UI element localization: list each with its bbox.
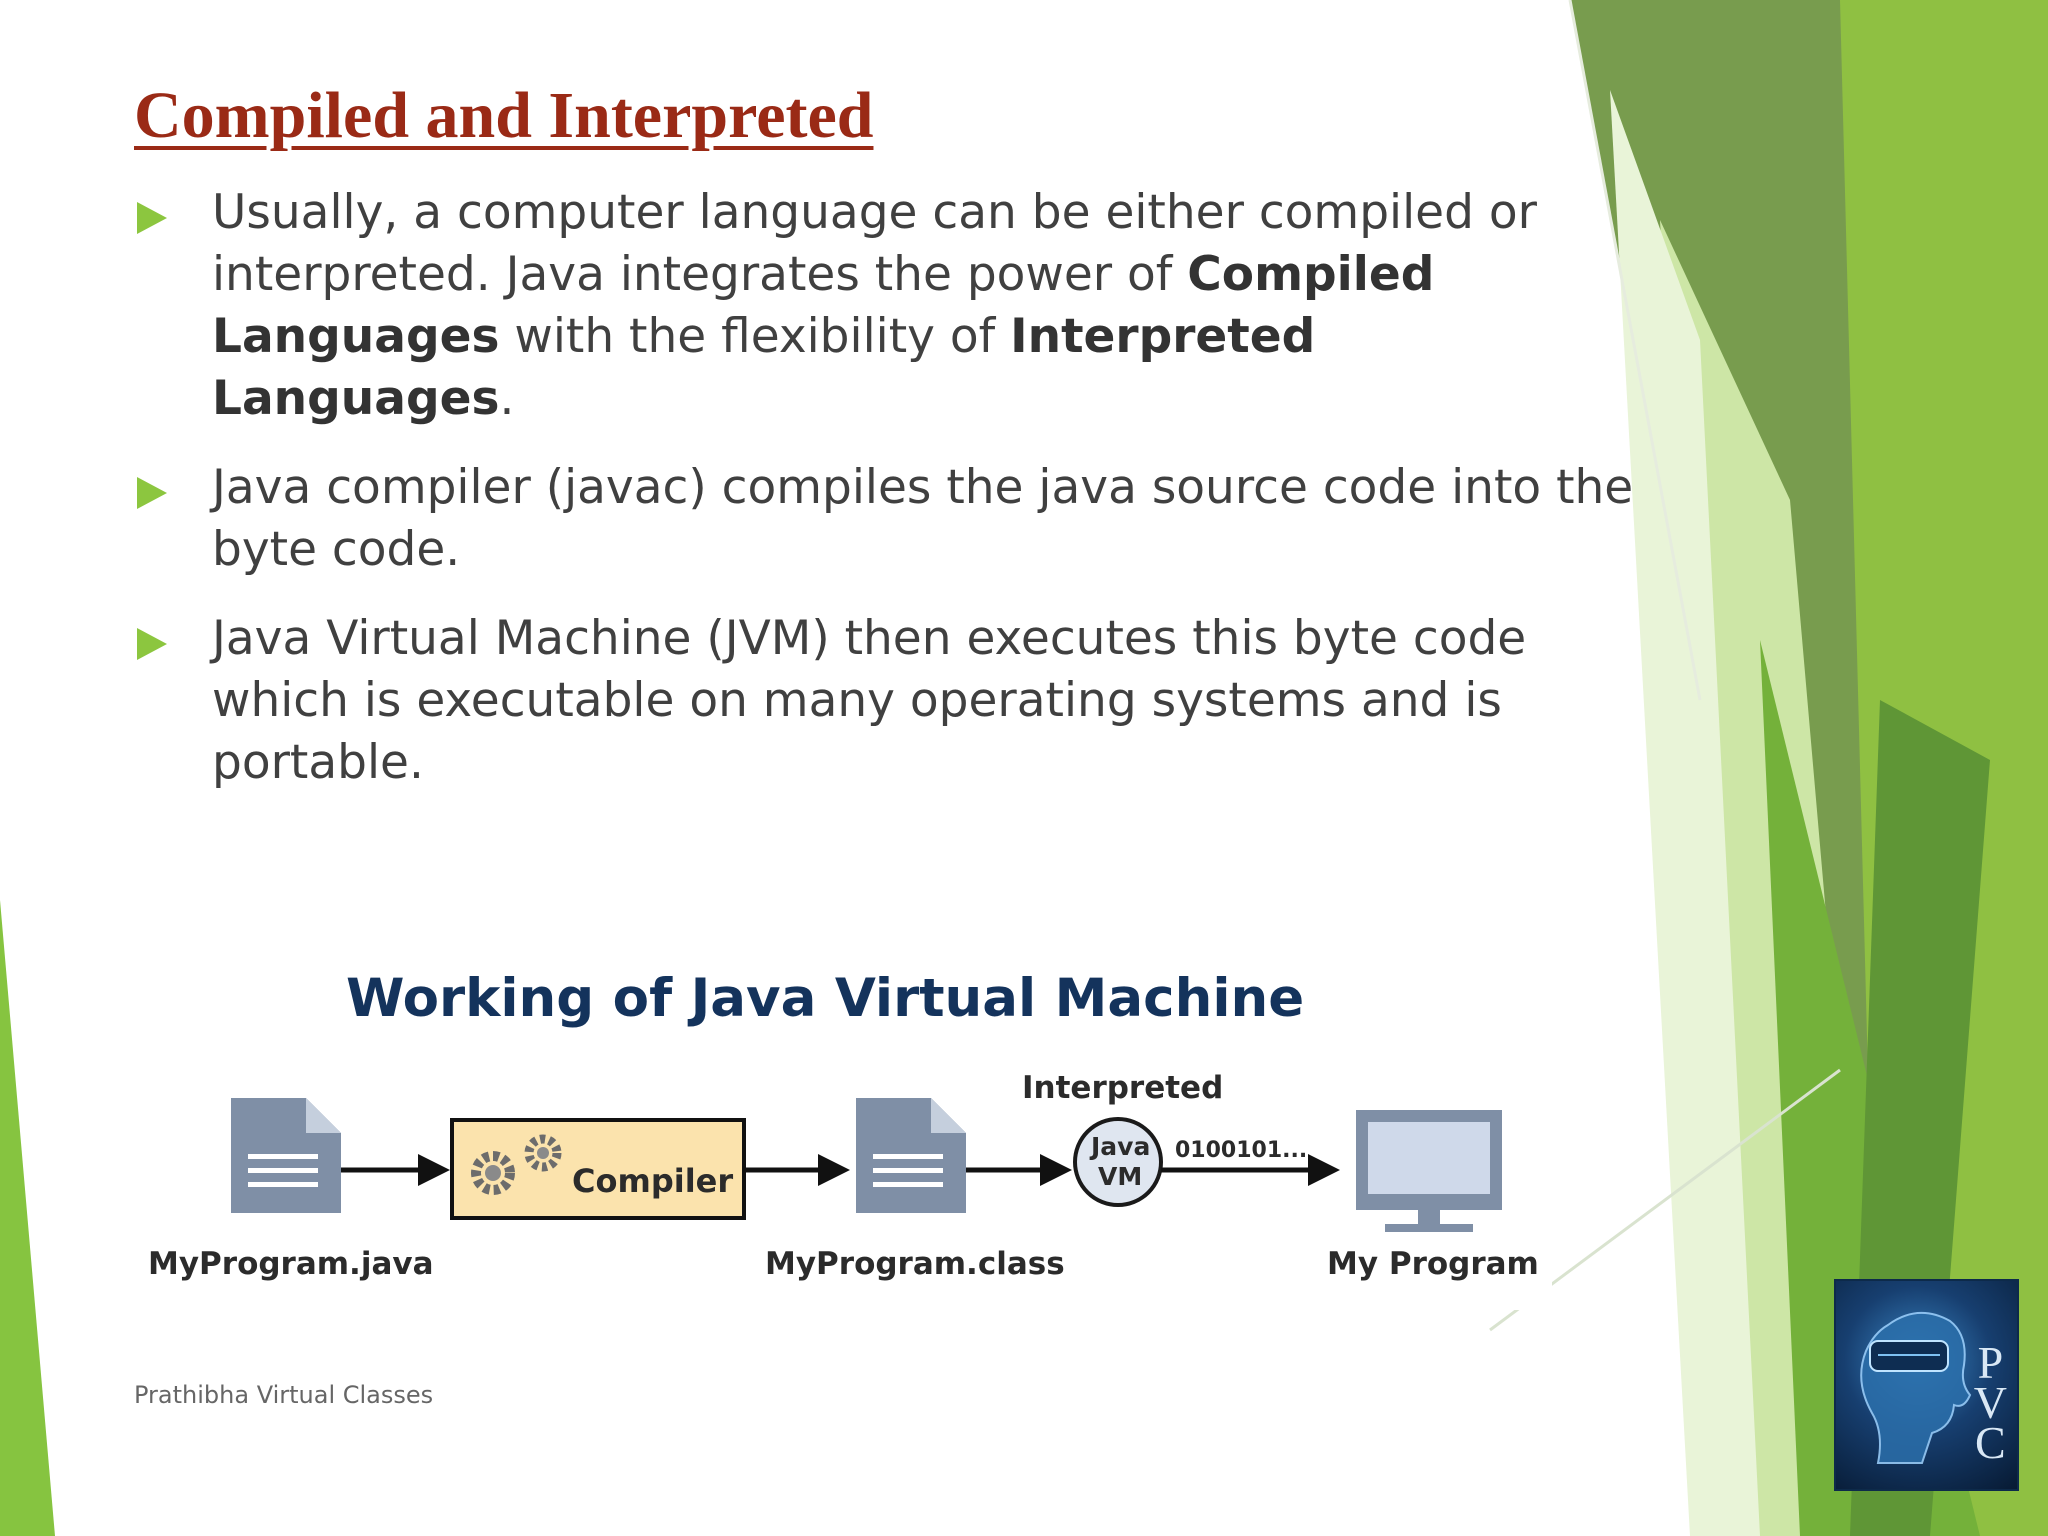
bullet-text: Java compiler (javac) compiles the java … xyxy=(212,460,1634,577)
compiler-label: Compiler xyxy=(572,1162,734,1200)
bullet-arrow-icon xyxy=(137,628,167,660)
diagram-title: Working of Java Virtual Machine xyxy=(346,968,1305,1029)
interpreted-label: Interpreted xyxy=(1022,1070,1224,1106)
bullet-text: Usually, a computer language can be eith… xyxy=(212,185,1537,426)
output-label: My Program xyxy=(1327,1246,1539,1282)
compiler-box xyxy=(450,1118,746,1220)
gear-icon xyxy=(471,1134,562,1195)
bullet-item: Java compiler (javac) compiles the java … xyxy=(134,457,1634,581)
bullet-arrow-icon xyxy=(137,202,167,234)
arrow-icon xyxy=(341,1154,450,1186)
source-file-label: MyProgram.java xyxy=(148,1246,434,1282)
diagonal-line-2 xyxy=(1568,0,1702,701)
right-pale-shard xyxy=(1610,90,1760,1536)
jvm-label-java: Java xyxy=(1091,1132,1151,1161)
jvm-diagram: Working of Java Virtual Machine xyxy=(130,948,1552,1310)
footer-text: Prathibha Virtual Classes xyxy=(134,1381,434,1409)
bits-label: 0100101... xyxy=(1175,1138,1308,1163)
logo-letters: P V C xyxy=(1973,1337,2007,1468)
arrow-icon xyxy=(1161,1154,1340,1186)
pvc-logo: P V C xyxy=(1834,1279,2019,1491)
vr-head-icon xyxy=(1860,1311,1972,1464)
bullet-item: Java Virtual Machine (JVM) then executes… xyxy=(134,608,1634,794)
arrow-icon xyxy=(966,1154,1072,1186)
jvm-circle-icon xyxy=(1073,1117,1163,1207)
bullet-text: Java Virtual Machine (JVM) then executes… xyxy=(212,611,1527,790)
arrow-icon xyxy=(744,1154,850,1186)
slide-title: Compiled and Interpreted xyxy=(134,79,874,152)
bullet-item: Usually, a computer language can be eith… xyxy=(134,182,1634,430)
monitor-icon xyxy=(1356,1110,1502,1232)
source-file-icon xyxy=(231,1098,341,1213)
class-file-label: MyProgram.class xyxy=(765,1246,1065,1282)
jvm-label-vm: VM xyxy=(1098,1162,1143,1191)
diagram-graphics xyxy=(231,1098,1502,1232)
bullet-list: Usually, a computer language can be eith… xyxy=(134,182,1634,821)
bullet-arrow-icon xyxy=(137,477,167,509)
left-green-shape xyxy=(0,900,55,1536)
class-file-icon xyxy=(856,1098,966,1213)
